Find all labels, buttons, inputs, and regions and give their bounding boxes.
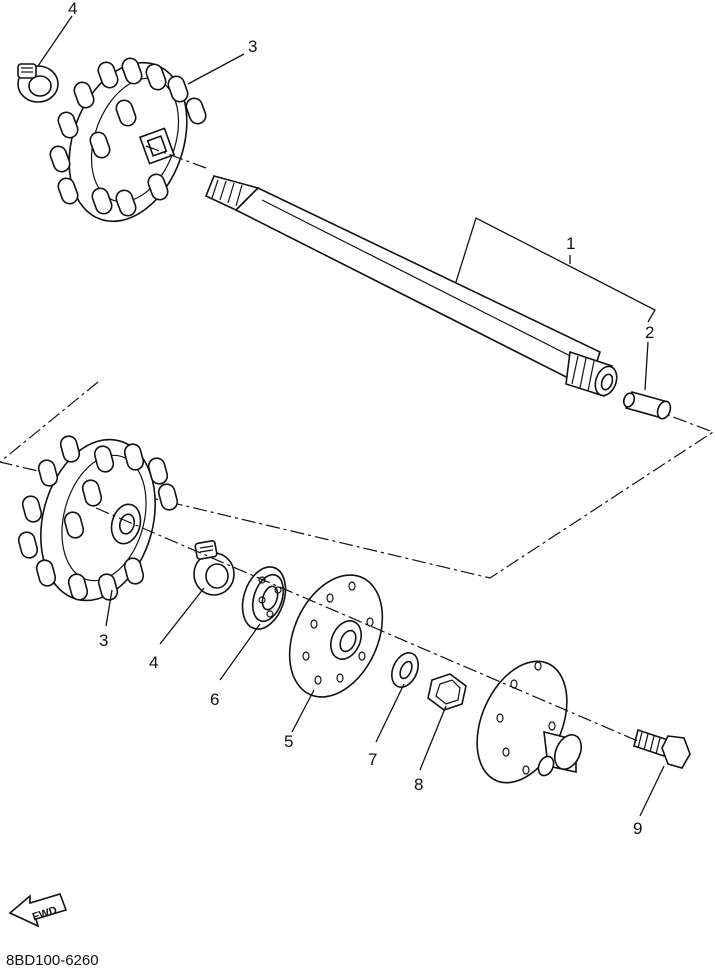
callout-leader-9 [639,765,665,817]
callout-leader-7 [375,683,405,743]
assembly-boundary-line [0,381,715,579]
callout-6: 6 [210,690,219,709]
callout-leader-4-bottom [159,587,205,645]
callout-8: 8 [414,775,423,794]
fwd-arrow-icon: FWD [8,893,68,928]
drive-shaft [204,175,618,398]
callout-4-top: 4 [68,0,77,18]
hose-clamp-top [17,63,59,103]
callout-3-bottom: 3 [99,631,108,650]
shaft-pin [622,391,672,420]
callout-3-top: 3 [248,37,257,56]
bearing [241,566,287,630]
callout-leader-3-bottom [105,589,113,627]
callout-1: 1 [566,234,575,253]
callout-2: 2 [645,323,654,342]
leader-lines [37,15,665,817]
sprocket-top [49,57,207,223]
hex-nut [427,673,467,711]
callout-leader-5 [291,689,315,733]
sprocket-bottom [17,435,179,602]
hub-plate [288,574,384,698]
callout-9: 9 [633,819,642,838]
callout-5: 5 [284,732,293,751]
callout-7: 7 [368,750,377,769]
callout-bracket-1-2 [455,217,656,323]
callout-leader-2 [644,341,649,391]
hose-clamp-bottom [193,540,235,596]
diagram-code: 8BD100-6260 [6,952,99,969]
axle-hub-housing [476,660,582,784]
flange-bolt [633,728,691,769]
washer [391,652,419,688]
callout-leader-6 [219,623,261,681]
callout-leader-3-top [187,53,245,85]
callout-leader-8 [419,705,447,771]
callout-4-bottom: 4 [149,653,158,672]
assembly-axis-line [95,507,641,743]
callout-leader-4-top [37,15,73,67]
